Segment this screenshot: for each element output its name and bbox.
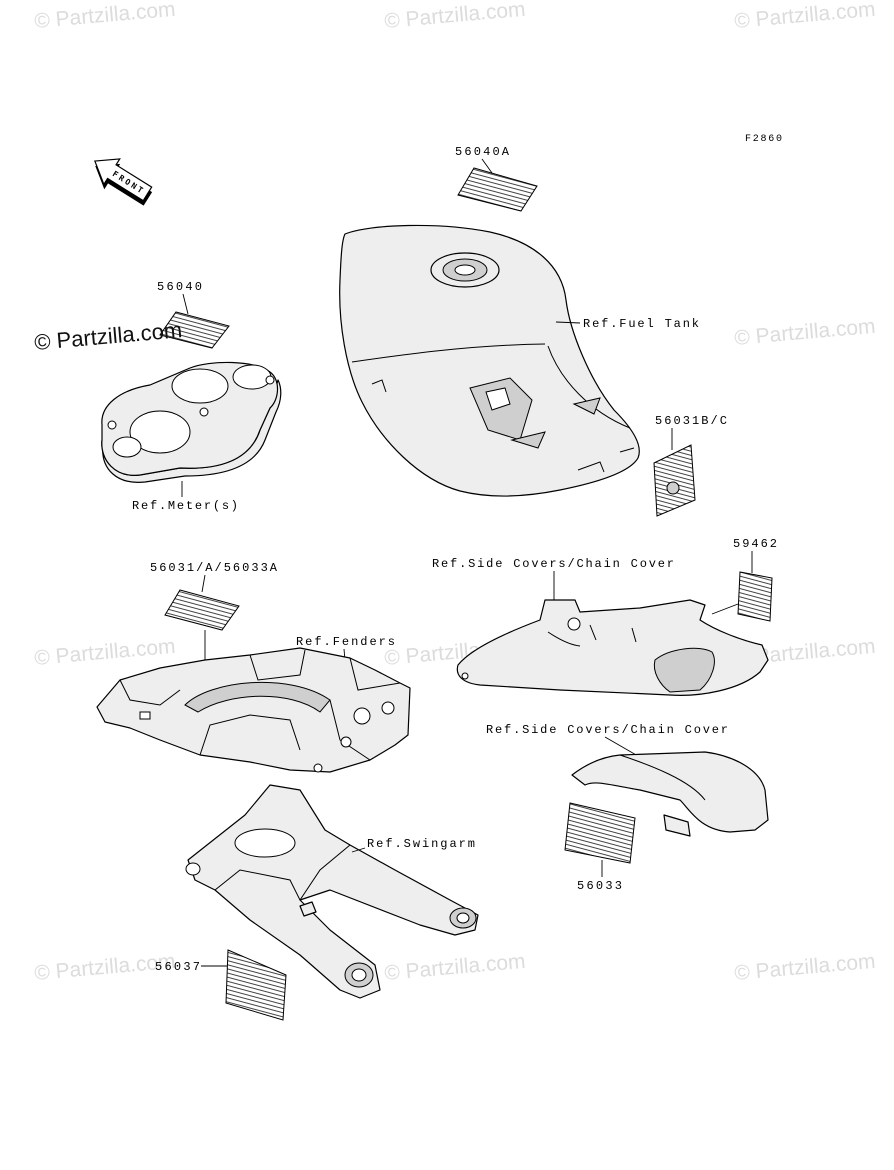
watermark: © Partzilla.com — [733, 315, 876, 350]
gauge-small — [112, 436, 142, 458]
leader-line — [182, 293, 189, 315]
ref-fenders: Ref.Fenders — [296, 635, 395, 649]
ref-meters: Ref.Meter(s) — [132, 499, 238, 513]
side-cover-upper — [456, 599, 769, 696]
watermark: © Partzilla.com — [33, 635, 176, 670]
decal-56031bc — [653, 444, 696, 517]
ref-side-covers-upper: Ref.Side Covers/Chain Cover — [432, 557, 674, 571]
callout-59462[interactable]: 59462 — [733, 537, 777, 551]
diagram-code: F2860 — [745, 134, 782, 145]
ref-fuel-tank: Ref.Fuel Tank — [583, 317, 699, 331]
leader-line — [351, 847, 366, 853]
decal-56040a — [457, 167, 538, 212]
front-arrow-icon: FRONT — [94, 158, 153, 206]
watermark: © Partzilla.com — [33, 0, 176, 33]
watermark: © Partzilla.com — [383, 0, 526, 33]
leader-line — [481, 158, 493, 174]
decal-56040 — [159, 311, 230, 349]
callout-56031bc[interactable]: 56031B/C — [655, 414, 727, 428]
decal-56037 — [225, 949, 287, 1021]
ref-side-covers-lower: Ref.Side Covers/Chain Cover — [486, 723, 728, 737]
watermark-primary: © Partzilla.com — [33, 317, 183, 355]
leader-line — [604, 736, 639, 757]
gauge-speedometer — [129, 410, 191, 454]
watermark: © Partzilla.com — [733, 950, 876, 985]
leader-line — [711, 603, 739, 615]
rear-fender — [96, 647, 411, 773]
watermark: © Partzilla.com — [383, 950, 526, 985]
callout-56040a[interactable]: 56040A — [455, 145, 510, 159]
callout-56040[interactable]: 56040 — [157, 280, 202, 294]
watermark: © Partzilla.com — [733, 0, 876, 33]
decal-56033 — [564, 802, 636, 864]
callout-56033[interactable]: 56033 — [577, 879, 622, 893]
swingarm — [185, 784, 479, 999]
decal-56031a-56033a — [164, 589, 240, 631]
meter-assembly — [101, 361, 282, 483]
leader-line — [201, 574, 206, 593]
fuel-tank — [339, 224, 640, 497]
callout-56031a-56033a[interactable]: 56031/A/56033A — [150, 561, 278, 575]
side-cover-lower — [571, 751, 769, 837]
ref-swingarm: Ref.Swingarm — [367, 837, 475, 851]
callout-56037[interactable]: 56037 — [155, 960, 200, 974]
leader-line — [555, 321, 581, 324]
gauge-tachometer — [171, 368, 229, 404]
decal-59462 — [737, 571, 773, 622]
gauge-small — [232, 364, 272, 390]
